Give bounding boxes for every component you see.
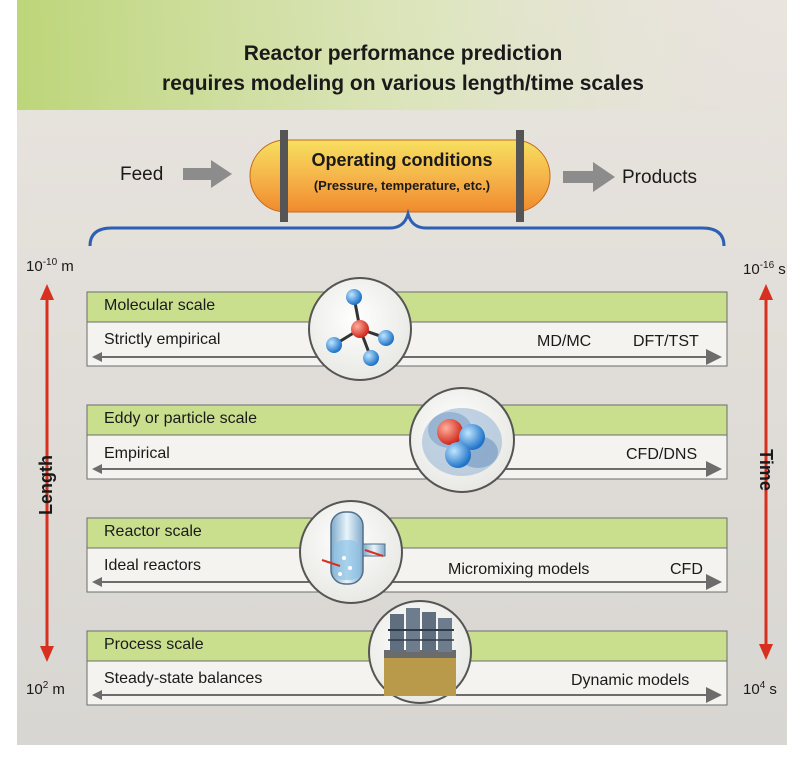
particle-cluster-icon — [409, 387, 515, 493]
method-cfd: CFD — [670, 561, 703, 578]
time-axis-label: Time — [756, 449, 776, 491]
title-line-2: requires modeling on various length/time… — [162, 72, 644, 95]
time-top-unit: s — [774, 261, 786, 278]
vessel-flange-left — [280, 130, 288, 222]
top-green-wash — [17, 0, 787, 110]
products-label: Products — [622, 167, 697, 188]
vessel-title: Operating conditions — [311, 150, 493, 170]
method-empirical: Empirical — [104, 445, 170, 462]
operating-conditions-vessel — [249, 139, 551, 213]
length-top-unit: m — [57, 258, 74, 275]
reactor-vessel-icon — [299, 500, 403, 604]
method-micromixing: Micromixing models — [448, 561, 590, 578]
process-plant-icon — [368, 600, 472, 704]
method-steady-state: Steady-state balances — [104, 670, 263, 687]
method-dft-tst: DFT/TST — [633, 333, 699, 350]
time-arrow-bottom — [759, 644, 773, 660]
method-strictly-empirical: Strictly empirical — [104, 331, 221, 348]
band-title-molecular: Molecular scale — [104, 297, 216, 314]
length-axis-label: Length — [36, 455, 56, 515]
band-title-process: Process scale — [104, 636, 204, 653]
time-bottom-unit: s — [765, 681, 777, 698]
band-title-eddy: Eddy or particle scale — [104, 410, 257, 427]
length-bottom-unit: m — [48, 681, 65, 698]
length-top-base: 10 — [26, 258, 43, 275]
time-top-base: 10 — [743, 261, 760, 278]
time-bottom-exponent: 4 — [759, 680, 766, 691]
length-arrow-top — [40, 284, 54, 300]
band-eddy — [86, 404, 728, 480]
products-arrow-shaft — [563, 171, 593, 183]
molecule-icon — [308, 277, 412, 381]
length-top-exponent: -10 — [42, 257, 58, 268]
time-top-value: 10-16 s — [743, 260, 786, 278]
method-dynamic-models: Dynamic models — [571, 672, 690, 689]
length-bottom-exponent: 2 — [42, 680, 49, 691]
time-bottom-base: 10 — [743, 681, 760, 698]
products-arrow-head — [593, 162, 615, 192]
method-ideal-reactors: Ideal reactors — [104, 557, 201, 574]
feed-label: Feed — [120, 164, 164, 185]
time-arrow-top — [759, 284, 773, 300]
time-top-exponent: -16 — [759, 260, 775, 271]
feed-arrow-head — [211, 160, 232, 188]
vessel-flange-right — [516, 130, 524, 222]
method-cfd-dns: CFD/DNS — [626, 446, 698, 463]
band-reactor — [86, 517, 728, 593]
title-line-1: Reactor performance prediction — [243, 42, 563, 65]
scales-brace — [88, 208, 726, 247]
time-bottom-value: 104 s — [743, 680, 777, 698]
length-bottom-value: 102 m — [26, 680, 65, 698]
length-top-value: 10-10 m — [26, 257, 74, 275]
method-md-mc: MD/MC — [537, 333, 592, 350]
length-arrow-bottom — [40, 646, 54, 662]
feed-arrow-shaft — [183, 168, 211, 180]
band-title-reactor: Reactor scale — [104, 523, 202, 540]
length-bottom-base: 10 — [26, 681, 43, 698]
vessel-subtitle: (Pressure, temperature, etc.) — [313, 178, 491, 193]
